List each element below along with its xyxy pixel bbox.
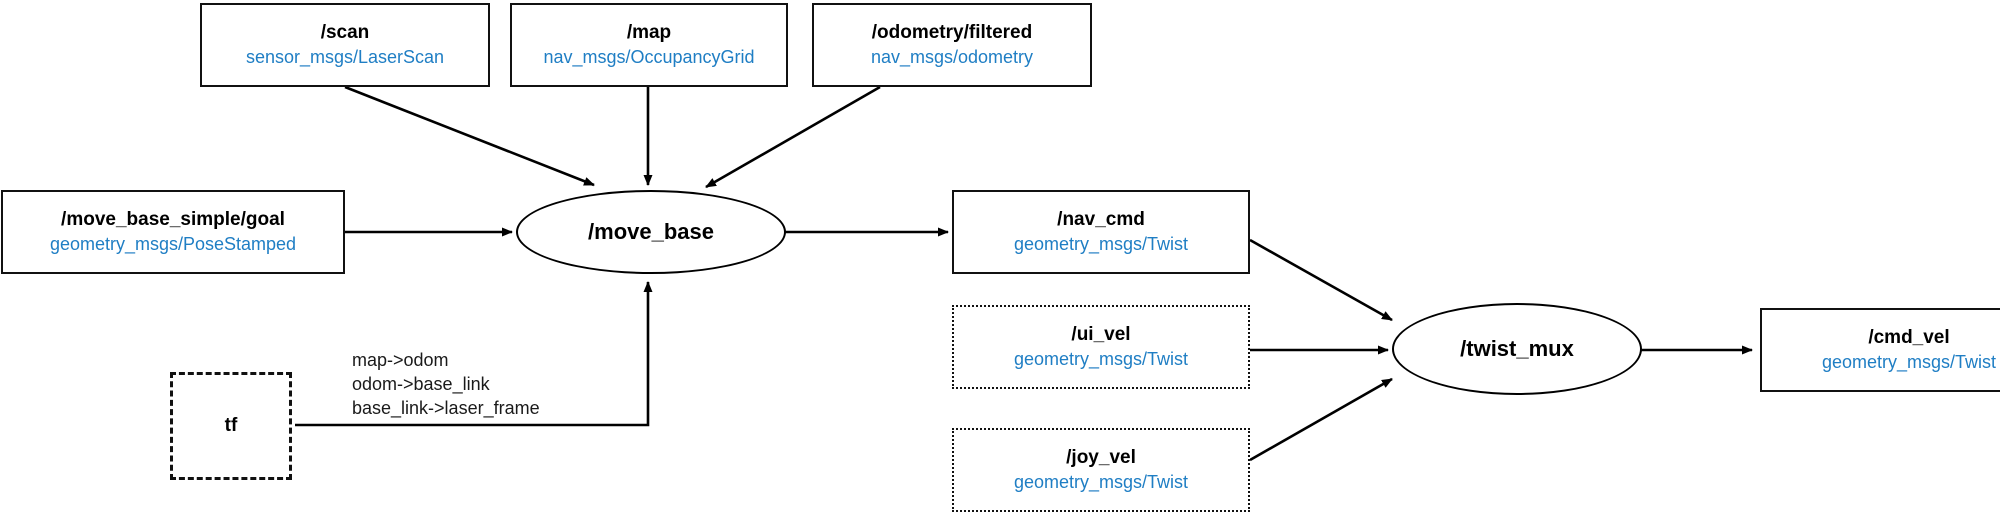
topic-type-move-base-simple-goal: geometry_msgs/PoseStamped [49,233,297,254]
topic-name-scan: /scan [320,22,370,44]
topic-box-cmd-vel[interactable]: /cmd_vel geometry_msgs/Twist [1760,308,2000,392]
topic-type-nav-cmd: geometry_msgs/Twist [1013,233,1189,254]
topic-type-cmd-vel: geometry_msgs/Twist [1821,351,1997,372]
node-label-twist-mux: /twist_mux [1460,336,1574,361]
topic-type-odometry-filtered: nav_msgs/odometry [870,46,1034,67]
tf-node-box[interactable]: tf [170,372,292,480]
edge-nav-cmd-to-twist-mux [1249,238,1393,322]
topic-box-nav-cmd[interactable]: /nav_cmd geometry_msgs/Twist [952,190,1250,274]
topic-name-joy-vel: /joy_vel [1066,447,1136,469]
node-move-base[interactable]: /move_base [516,190,786,274]
topic-name-cmd-vel: /cmd_vel [1868,327,1950,349]
topic-name-ui-vel: /ui_vel [1071,324,1131,346]
topic-name-nav-cmd: /nav_cmd [1057,209,1145,231]
tf-transform-0: map->odom [352,350,449,370]
tf-transform-1: odom->base_link [352,373,490,394]
topic-name-move-base-simple-goal: /move_base_simple/goal [61,209,285,231]
edge-scan-to-move-base [344,85,595,187]
topic-type-joy-vel: geometry_msgs/Twist [1013,471,1189,492]
topic-type-map: nav_msgs/OccupancyGrid [543,46,755,67]
topic-box-ui-vel[interactable]: /ui_vel geometry_msgs/Twist [952,305,1250,389]
topic-name-map: /map [626,22,672,44]
topic-box-map[interactable]: /map nav_msgs/OccupancyGrid [510,3,788,87]
node-label-move-base: /move_base [588,219,714,244]
topic-box-move-base-simple-goal[interactable]: /move_base_simple/goal geometry_msgs/Pos… [1,190,345,274]
node-twist-mux[interactable]: /twist_mux [1392,303,1642,395]
tf-transform-2: base_link->laser_frame [352,397,540,418]
topic-name-odometry-filtered: /odometry/filtered [871,22,1033,44]
tf-node-label: tf [224,415,238,436]
topic-type-scan: sensor_msgs/LaserScan [245,46,445,67]
edge-joy-vel-to-twist-mux [1249,377,1393,462]
edge-odometry-to-move-base [705,85,881,189]
tf-transform-list: map->odom odom->base_link base_link->las… [352,349,540,420]
topic-box-joy-vel[interactable]: /joy_vel geometry_msgs/Twist [952,428,1250,512]
topic-box-scan[interactable]: /scan sensor_msgs/LaserScan [200,3,490,87]
topic-box-odometry-filtered[interactable]: /odometry/filtered nav_msgs/odometry [812,3,1092,87]
topic-type-ui-vel: geometry_msgs/Twist [1013,348,1189,369]
